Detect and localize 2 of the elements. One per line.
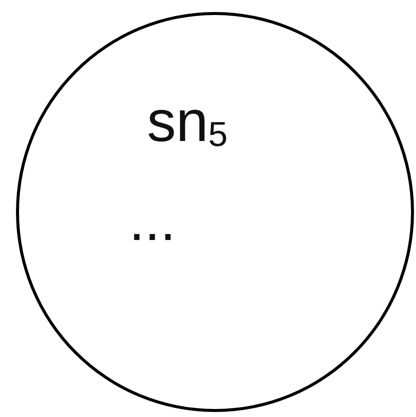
ellipsis-text: ... xyxy=(129,193,176,249)
node-label: sn$_{5}$ xyxy=(147,93,228,154)
